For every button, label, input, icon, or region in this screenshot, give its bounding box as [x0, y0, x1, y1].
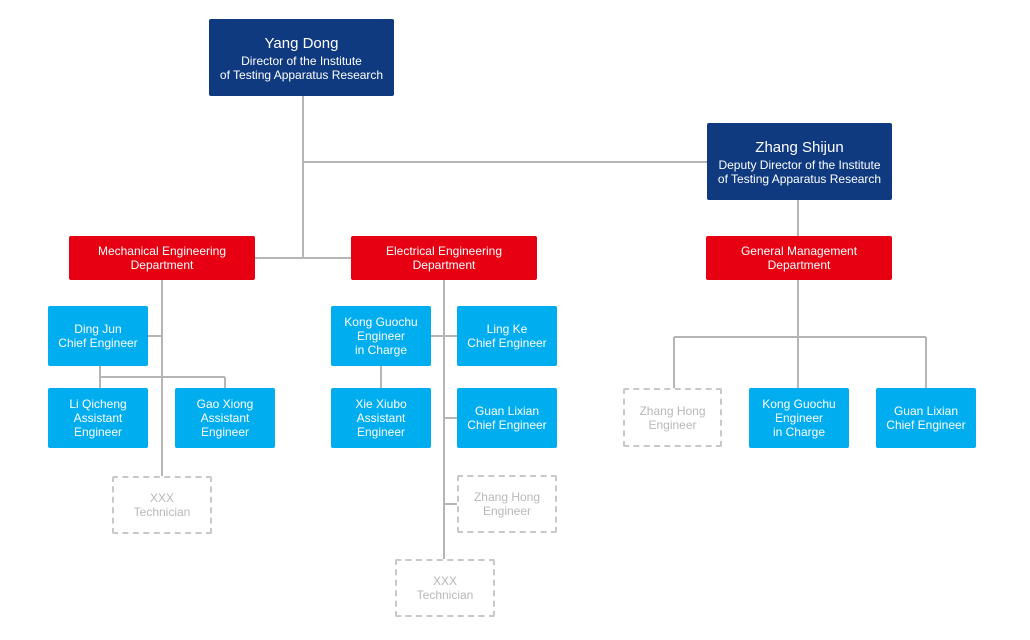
staff-label-gao-xiong: Gao Xiong Assistant Engineer	[196, 397, 254, 439]
vacant-box-zhang-hong-general: Zhang Hong Engineer	[623, 388, 722, 447]
vacant-label-zhang-hong-electrical: Zhang Hong Engineer	[473, 490, 541, 518]
staff-box-ding-jun: Ding Jun Chief Engineer	[48, 306, 148, 366]
vacant-label-mechanical-technician: XXX Technician	[133, 491, 191, 519]
director-box: Yang Dong Director of the Institute of T…	[209, 19, 394, 96]
staff-box-li-qicheng: Li Qicheng Assistant Engineer	[48, 388, 148, 448]
staff-label-kong-guochu-electrical: Kong Guochu Engineer in Charge	[344, 315, 418, 357]
deputy-director-name: Zhang Shijun	[755, 138, 844, 156]
vacant-box-mechanical-technician: XXX Technician	[112, 476, 212, 534]
electrical-department-box: Electrical Engineering Department	[351, 236, 537, 280]
staff-label-li-qicheng: Li Qicheng Assistant Engineer	[69, 397, 127, 439]
general-management-department-box: General Management Department	[706, 236, 892, 280]
director-title: Director of the Institute of Testing App…	[219, 53, 384, 82]
staff-label-guan-lixian-electrical: Guan Lixian Chief Engineer	[467, 404, 547, 432]
director-name: Yang Dong	[264, 34, 339, 52]
general-management-department-label: General Management Department	[740, 244, 858, 272]
staff-box-xie-xiubo: Xie Xiubo Assistant Engineer	[331, 388, 431, 448]
mechanical-department-box: Mechanical Engineering Department	[69, 236, 255, 280]
vacant-box-electrical-technician: XXX Technician	[395, 559, 495, 617]
staff-label-guan-lixian-general: Guan Lixian Chief Engineer	[886, 404, 966, 432]
deputy-director-box: Zhang Shijun Deputy Director of the Inst…	[707, 123, 892, 200]
staff-label-xie-xiubo: Xie Xiubo Assistant Engineer	[355, 397, 407, 439]
staff-box-ling-ke: Ling Ke Chief Engineer	[457, 306, 557, 366]
vacant-label-electrical-technician: XXX Technician	[416, 574, 474, 602]
electrical-department-label: Electrical Engineering Department	[385, 244, 503, 272]
staff-box-kong-guochu-general: Kong Guochu Engineer in Charge	[749, 388, 849, 448]
vacant-label-zhang-hong-general: Zhang Hong Engineer	[639, 403, 706, 432]
staff-box-guan-lixian-electrical: Guan Lixian Chief Engineer	[457, 388, 557, 448]
deputy-director-title: Deputy Director of the Institute of Test…	[717, 157, 882, 186]
staff-label-ling-ke: Ling Ke Chief Engineer	[467, 322, 547, 350]
staff-label-kong-guochu-general: Kong Guochu Engineer in Charge	[762, 397, 836, 439]
staff-box-guan-lixian-general: Guan Lixian Chief Engineer	[876, 388, 976, 448]
staff-box-kong-guochu-electrical: Kong Guochu Engineer in Charge	[331, 306, 431, 366]
mechanical-department-label: Mechanical Engineering Department	[97, 244, 227, 272]
staff-box-gao-xiong: Gao Xiong Assistant Engineer	[175, 388, 275, 448]
vacant-box-zhang-hong-electrical: Zhang Hong Engineer	[457, 475, 557, 533]
staff-label-ding-jun: Ding Jun Chief Engineer	[58, 322, 138, 350]
